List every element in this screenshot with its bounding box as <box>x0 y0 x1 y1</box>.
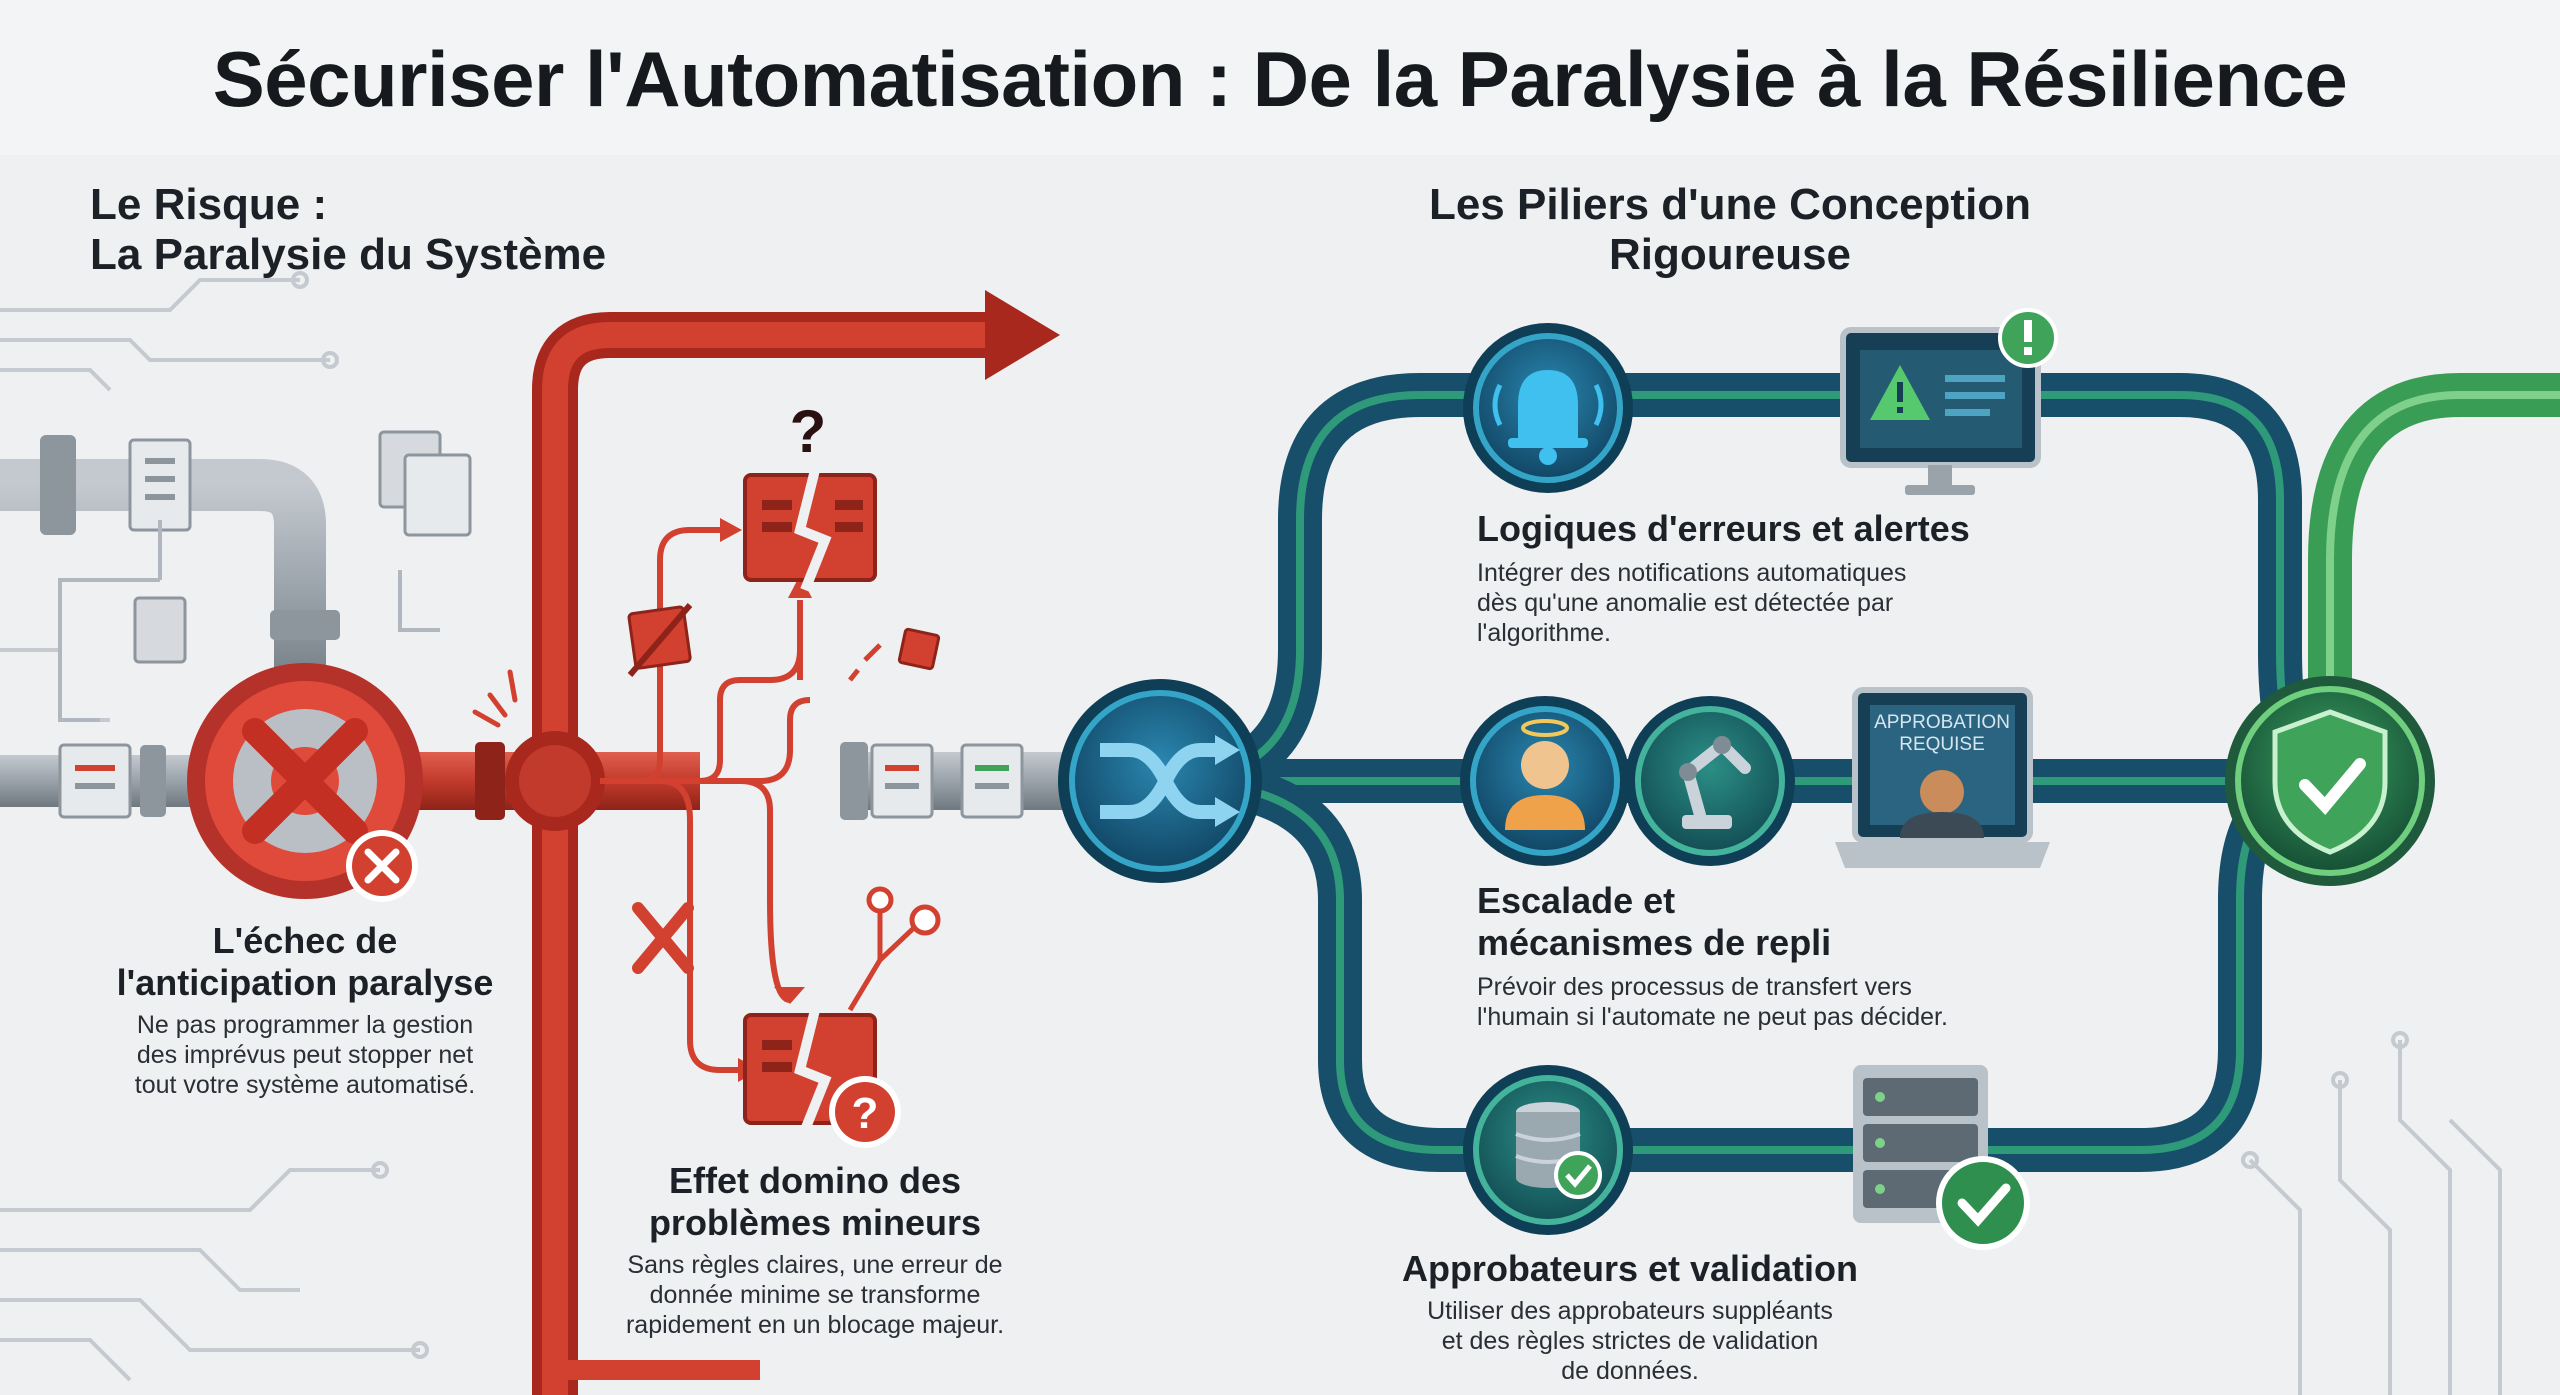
approvers-desc-line2: et des règles strictes de validation <box>1441 1327 1819 1355</box>
shield-check-icon <box>2225 676 2435 886</box>
monitor-alert-icon <box>1840 308 2058 495</box>
shuffle-node-icon <box>1058 679 1262 883</box>
domino-title: Effet domino des problèmes mineurs <box>590 1160 1040 1244</box>
domino-desc-line1: Sans règles claires, une erreur de <box>627 1251 1003 1279</box>
broken-gear-icon <box>187 663 423 899</box>
escalation-title-line2: mécanismes de repli <box>1477 922 1832 963</box>
approvers-title: Approbateurs et validation <box>1401 1248 1859 1289</box>
grey-pipe-network <box>0 430 472 819</box>
error-question-badge-icon: ? <box>852 1089 879 1138</box>
database-check-icon <box>1463 1065 1633 1235</box>
risk-heading-line1: Le Risque : <box>90 180 328 229</box>
approvers-desc: Utiliser des approbateurs suppléants et … <box>1360 1296 1900 1386</box>
approval-laptop-icon <box>1835 687 2050 868</box>
red-x-mark-icon <box>632 902 694 974</box>
escalation-title: Escalade et mécanismes de repli <box>1477 880 2037 964</box>
circuit-traces-left <box>0 271 429 1382</box>
failure-card: L'échec de l'anticipation paralyse Ne pa… <box>80 920 530 1100</box>
middle-grey-pipe <box>840 742 1075 820</box>
human-operator-icon <box>1460 696 1630 866</box>
alert-spark-icon <box>472 669 518 728</box>
failure-title-line2: l'anticipation paralyse <box>116 962 494 1003</box>
approval-screen-line1: APPROBATION <box>1874 712 2010 733</box>
failure-desc-line1: Ne pas programmer la gestion <box>136 1011 474 1039</box>
domino-desc: Sans règles claires, une erreur de donné… <box>590 1250 1040 1340</box>
approvers-desc-line1: Utiliser des approbateurs suppléants <box>1427 1297 1833 1325</box>
branch-node-icon <box>847 886 941 1012</box>
failure-desc-line3: tout votre système automatisé. <box>134 1071 476 1099</box>
domino-desc-line2: donnée minime se transforme <box>649 1281 981 1309</box>
falling-fragment-icon <box>897 627 941 671</box>
approvers-desc-line3: de données. <box>1561 1357 1699 1385</box>
approvers-card: Approbateurs et validation Utiliser des … <box>1360 1248 1900 1386</box>
server-check-icon <box>1853 1065 2030 1250</box>
errors-title: Logiques d'erreurs et alertes <box>1477 508 1970 549</box>
title-band <box>0 0 2560 155</box>
page-title: Sécuriser l'Automatisation : De la Paral… <box>212 35 2348 123</box>
errors-desc: Intégrer des notifications automatiques … <box>1477 558 2037 648</box>
pillars-heading: Les Piliers d'une Conception Rigoureuse <box>1380 180 2080 280</box>
broken-document-icon-top <box>743 468 877 592</box>
risk-heading: Le Risque : La Paralysie du Système <box>90 180 610 280</box>
failure-title-line1: L'échec de <box>212 920 398 961</box>
escalation-desc: Prévoir des processus de transfert vers … <box>1477 972 2037 1032</box>
escalation-card: Escalade et mécanismes de repli Prévoir … <box>1477 880 2037 1032</box>
pillars-heading-line2: Rigoureuse <box>1608 230 1852 279</box>
robot-arm-icon <box>1625 696 1795 866</box>
domino-title-line2: problèmes mineurs <box>648 1202 982 1243</box>
escalation-desc-line2: l'humain si l'automate ne peut pas décid… <box>1477 1003 1948 1031</box>
bell-alert-icon <box>1463 323 1633 493</box>
broken-document-icon-bottom: ? <box>743 1008 901 1148</box>
errors-desc-line1: Intégrer des notifications automatiques <box>1477 559 1907 587</box>
pillars-heading-line1: Les Piliers d'une Conception <box>1428 180 2032 229</box>
failure-title: L'échec de l'anticipation paralyse <box>80 920 530 1004</box>
red-arrow-pipe <box>532 290 1060 1395</box>
escalation-title-line1: Escalade et <box>1477 880 1676 921</box>
failure-desc-line2: des imprévus peut stopper net <box>136 1041 474 1069</box>
failure-desc: Ne pas programmer la gestion des imprévu… <box>80 1010 530 1100</box>
risk-heading-line2: La Paralysie du Système <box>90 230 607 279</box>
approval-screen-text: APPROBATION REQUISE <box>1862 712 2022 756</box>
errors-card: Logiques d'erreurs et alertes Intégrer d… <box>1477 508 2037 648</box>
errors-desc-line3: l'algorithme. <box>1477 619 1611 647</box>
domino-card: Effet domino des problèmes mineurs Sans … <box>590 1160 1040 1340</box>
domino-desc-line3: rapidement en un blocage majeur. <box>625 1311 1005 1339</box>
error-x-badge-icon <box>346 830 418 902</box>
approval-screen-line2: REQUISE <box>1899 734 1985 755</box>
domino-title-line1: Effet domino des <box>668 1160 961 1201</box>
escalation-desc-line1: Prévoir des processus de transfert vers <box>1477 973 1912 1001</box>
errors-desc-line2: dès qu'une anomalie est détectée par <box>1477 589 1894 617</box>
circuit-traces-right <box>2241 1031 2502 1395</box>
question-mark-icon: ? <box>790 398 827 465</box>
